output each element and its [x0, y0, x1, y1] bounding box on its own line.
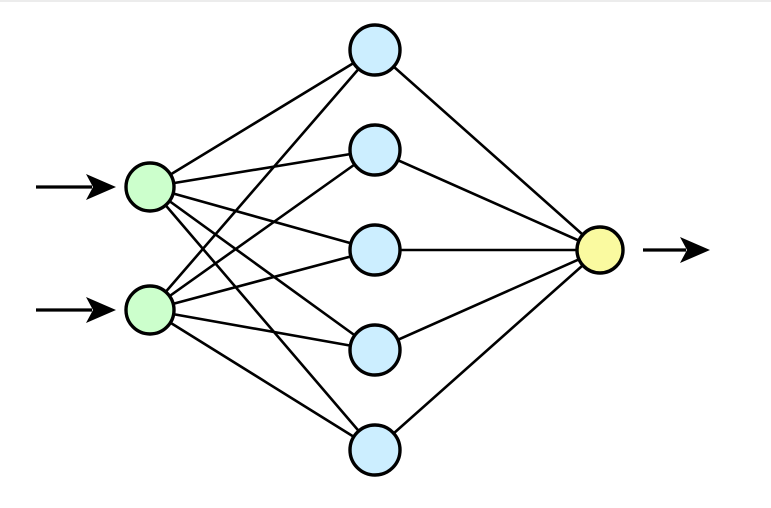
edge-hidden-2-to-output-1 [373, 148, 602, 252]
edge-input-2-to-hidden-3 [148, 248, 377, 312]
input-layer [124, 161, 176, 336]
nodes-group [124, 23, 625, 477]
node-hidden-2[interactable] [348, 123, 402, 177]
edge-input-1-to-hidden-1 [148, 48, 377, 189]
output-arrow-1-head [680, 237, 710, 263]
output-arrow-1 [643, 237, 710, 263]
edge-input-1-to-hidden-4 [148, 185, 377, 352]
edge-input-1-to-hidden-2 [148, 148, 377, 189]
node-hidden-5[interactable] [348, 423, 402, 477]
edge-input-2-to-hidden-5 [148, 308, 377, 452]
edge-hidden-5-to-output-1 [373, 248, 602, 452]
node-input-2[interactable] [124, 284, 176, 336]
edge-hidden-4-to-output-1 [373, 248, 602, 352]
edge-input-2-to-hidden-2 [148, 148, 377, 312]
input-arrow-1 [36, 174, 116, 200]
edge-input-2-to-hidden-4 [148, 308, 377, 352]
edge-input-2-to-hidden-1 [148, 48, 377, 312]
node-output-1[interactable] [575, 225, 625, 275]
hidden-layer [348, 23, 402, 477]
edge-hidden-1-to-output-1 [373, 48, 602, 252]
edges-group [148, 48, 602, 452]
node-hidden-3[interactable] [348, 223, 402, 277]
output-layer [575, 225, 625, 275]
arrows-group [36, 174, 710, 323]
edge-input-1-to-hidden-5 [148, 185, 377, 452]
node-hidden-1[interactable] [348, 23, 402, 77]
input-arrow-2-head [86, 297, 116, 323]
edge-input-1-to-hidden-3 [148, 185, 377, 252]
node-hidden-4[interactable] [348, 323, 402, 377]
input-arrow-1-head [86, 174, 116, 200]
top-divider-rule [0, 0, 771, 2]
node-input-1[interactable] [124, 161, 176, 213]
input-arrow-2 [36, 297, 116, 323]
